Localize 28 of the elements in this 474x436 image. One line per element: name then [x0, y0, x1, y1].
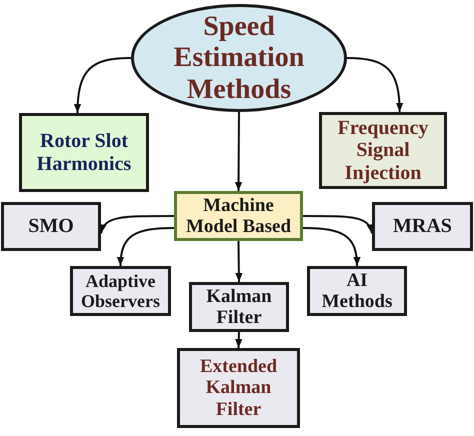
node-label: Rotor Slot Harmonics	[36, 130, 132, 175]
arrow	[117, 227, 174, 266]
process-box	[372, 202, 473, 251]
process-box	[319, 112, 447, 189]
process-box	[70, 266, 171, 316]
arrow	[234, 112, 242, 191]
arrow	[302, 227, 360, 266]
node-label: Kalman Filter	[205, 286, 273, 328]
node-label: SMO	[28, 215, 74, 238]
node-title: Speed Estimation Methods	[172, 10, 306, 106]
process-box	[189, 282, 289, 332]
process-box	[19, 113, 149, 192]
arrow	[346, 57, 403, 112]
process-box	[1, 202, 101, 251]
arrow	[100, 215, 174, 234]
arrow	[74, 57, 132, 114]
node-label: Extended Kalman Filter	[198, 356, 278, 420]
process-box	[177, 348, 300, 428]
node-label: AI Methods	[320, 270, 394, 312]
arrow	[235, 240, 242, 282]
node-label: MRAS	[393, 215, 452, 238]
node-label: Adaptive Observers	[80, 270, 161, 312]
process-box	[174, 191, 303, 241]
arrow	[235, 332, 242, 348]
process-box	[307, 266, 407, 316]
node-label: Frequency Signal Injection	[336, 116, 430, 184]
arrow	[303, 215, 374, 234]
node-label: Machine Model Based	[184, 194, 292, 238]
